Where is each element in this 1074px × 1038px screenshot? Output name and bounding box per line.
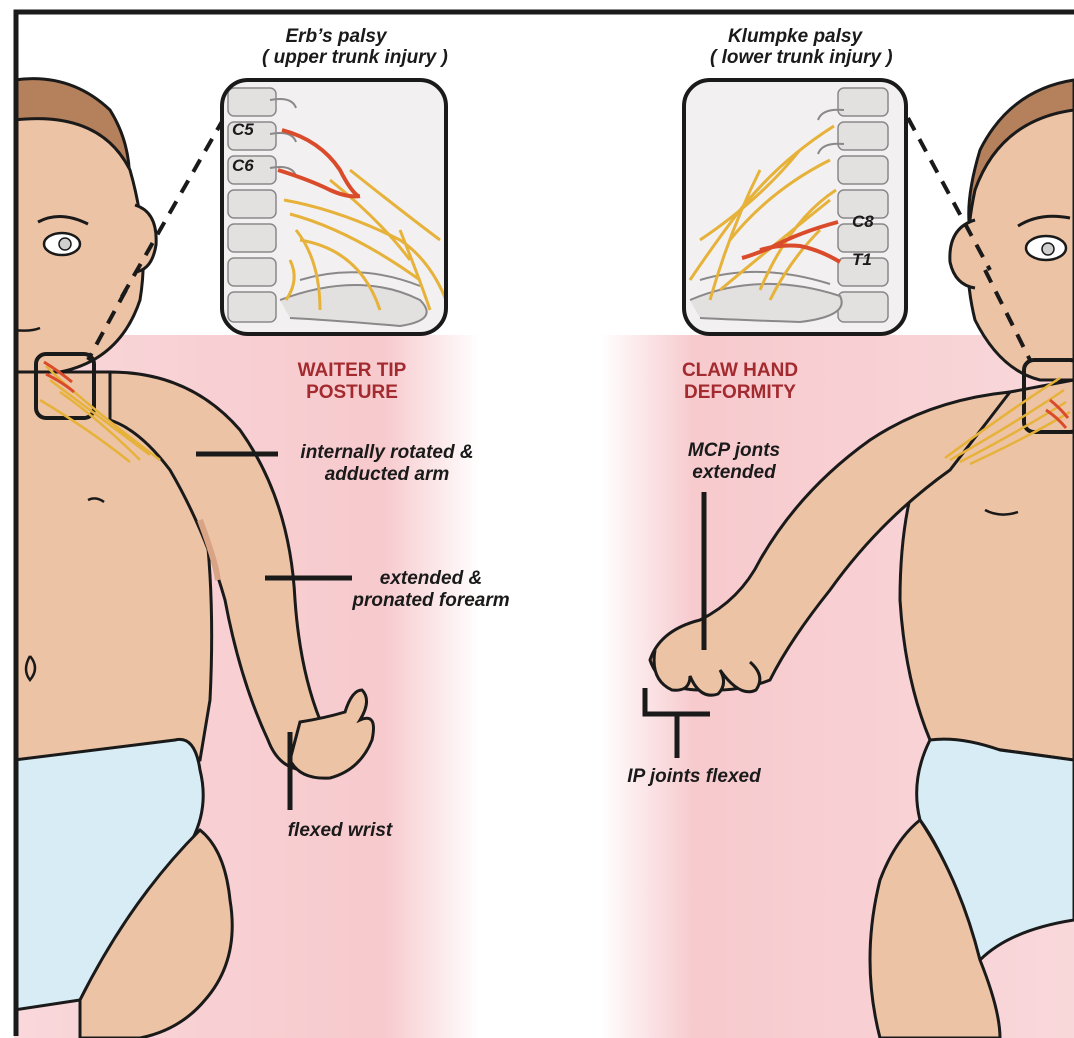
inset-klumpke bbox=[684, 80, 906, 334]
erb-title: Erb’s palsy ( upper trunk injury ) bbox=[262, 26, 410, 68]
root-tag-c6: C6 bbox=[232, 156, 254, 176]
label-arm: internally rotated & adducted arm bbox=[282, 442, 492, 486]
waiter-tip-heading: WAITER TIP POSTURE bbox=[272, 360, 432, 404]
label-wrist: flexed wrist bbox=[270, 820, 410, 842]
claw-hand-heading: CLAW HAND DEFORMITY bbox=[660, 360, 820, 404]
label-mcp: MCP jonts extended bbox=[664, 440, 804, 484]
klumpke-title: Klumpke palsy ( lower trunk injury ) bbox=[710, 26, 880, 68]
root-tag-c8: C8 bbox=[852, 212, 874, 232]
label-ip: IP joints flexed bbox=[606, 766, 782, 788]
label-forearm: extended & pronated forearm bbox=[340, 568, 522, 612]
inset-erb bbox=[222, 80, 446, 334]
root-tag-c5: C5 bbox=[232, 120, 254, 140]
root-tag-t1: T1 bbox=[852, 250, 872, 270]
